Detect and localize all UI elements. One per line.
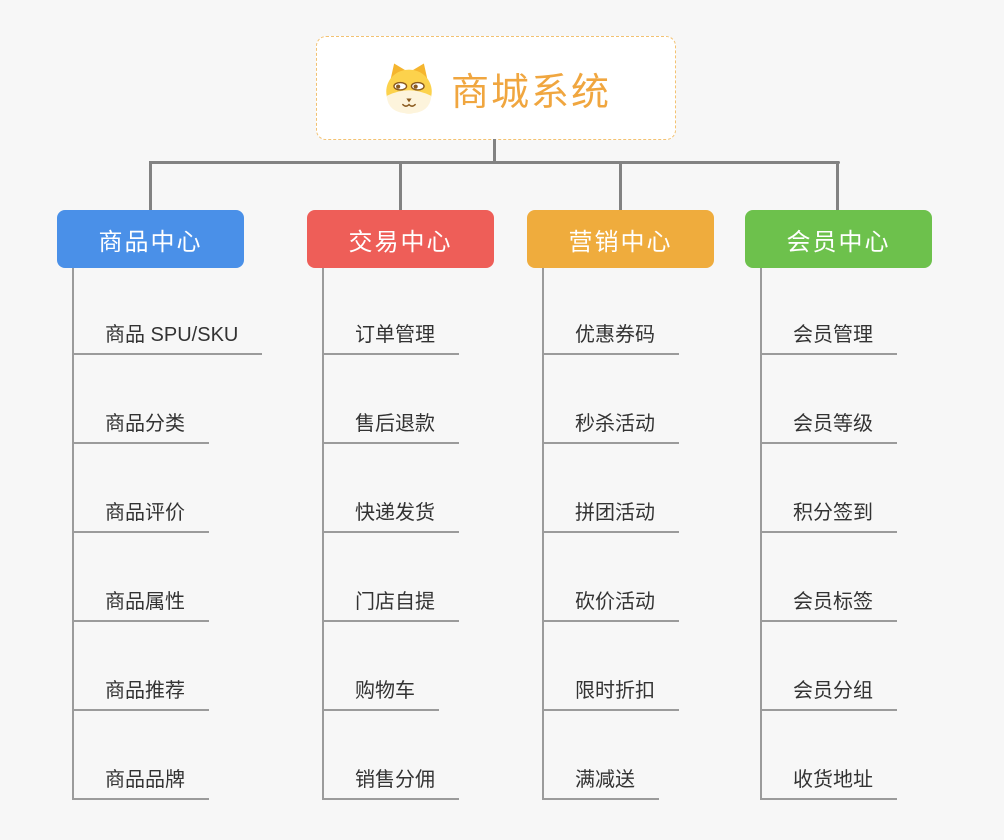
branch-trunk-line bbox=[72, 268, 74, 800]
branch-header-products[interactable]: 商品中心 bbox=[57, 210, 244, 268]
branch-trunk-line bbox=[760, 268, 762, 800]
leaf-node[interactable]: 会员管理 bbox=[760, 323, 897, 355]
leaf-node[interactable]: 订单管理 bbox=[322, 323, 459, 355]
leaf-node[interactable]: 会员分组 bbox=[760, 679, 897, 711]
branch-header-marketing[interactable]: 营销中心 bbox=[527, 210, 714, 268]
leaf-node[interactable]: 商品推荐 bbox=[72, 679, 209, 711]
leaf-node[interactable]: 商品品牌 bbox=[72, 768, 209, 800]
leaf-node[interactable]: 拼团活动 bbox=[542, 501, 679, 533]
connector-drop-members bbox=[836, 161, 839, 212]
root-node[interactable]: 商城系统 bbox=[316, 36, 676, 140]
connector-horizontal-rail bbox=[149, 161, 840, 164]
leaf-node[interactable]: 秒杀活动 bbox=[542, 412, 679, 444]
branch-trunk-line bbox=[542, 268, 544, 800]
leaf-node[interactable]: 满减送 bbox=[542, 768, 659, 800]
branch-members: 会员中心 会员管理 会员等级 积分签到 会员标签 会员分组 收货地址 bbox=[745, 210, 995, 810]
branch-trade: 交易中心 订单管理 售后退款 快递发货 门店自提 购物车 销售分佣 bbox=[307, 210, 557, 810]
branch-header-members[interactable]: 会员中心 bbox=[745, 210, 932, 268]
branch-header-trade[interactable]: 交易中心 bbox=[307, 210, 494, 268]
leaf-node[interactable]: 商品评价 bbox=[72, 501, 209, 533]
leaf-node[interactable]: 门店自提 bbox=[322, 590, 459, 622]
leaf-node[interactable]: 限时折扣 bbox=[542, 679, 679, 711]
leaf-node[interactable]: 积分签到 bbox=[760, 501, 897, 533]
connector-root-stub bbox=[493, 139, 496, 163]
leaf-node[interactable]: 销售分佣 bbox=[322, 768, 459, 800]
connector-drop-products bbox=[149, 161, 152, 212]
leaf-node[interactable]: 砍价活动 bbox=[542, 590, 679, 622]
leaf-node[interactable]: 售后退款 bbox=[322, 412, 459, 444]
leaf-node[interactable]: 快递发货 bbox=[322, 501, 459, 533]
connector-drop-trade bbox=[399, 161, 402, 212]
connector-drop-marketing bbox=[619, 161, 622, 212]
leaf-node[interactable]: 购物车 bbox=[322, 679, 439, 711]
leaf-node[interactable]: 优惠券码 bbox=[542, 323, 679, 355]
branch-marketing: 营销中心 优惠券码 秒杀活动 拼团活动 砍价活动 限时折扣 满减送 bbox=[527, 210, 777, 810]
shiba-dog-icon bbox=[386, 63, 432, 114]
leaf-node[interactable]: 会员标签 bbox=[760, 590, 897, 622]
leaf-node[interactable]: 商品 SPU/SKU bbox=[72, 323, 263, 355]
leaf-node[interactable]: 商品属性 bbox=[72, 590, 209, 622]
leaf-node[interactable]: 商品分类 bbox=[72, 412, 209, 444]
leaf-node[interactable]: 会员等级 bbox=[760, 412, 897, 444]
root-title: 商城系统 bbox=[450, 71, 611, 114]
leaf-node[interactable]: 收货地址 bbox=[760, 768, 897, 800]
branch-trunk-line bbox=[322, 268, 324, 800]
branch-products: 商品中心 商品 SPU/SKU 商品分类 商品评价 商品属性 商品推荐 商品品牌 bbox=[57, 210, 307, 810]
